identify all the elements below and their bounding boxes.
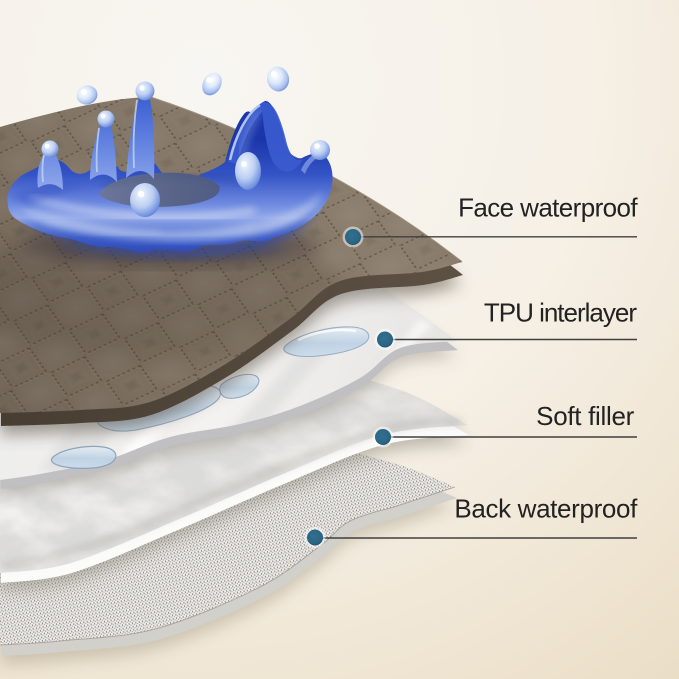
- svg-text:TPU interlayer: TPU interlayer: [484, 298, 637, 328]
- svg-text:Soft filler: Soft filler: [536, 401, 634, 431]
- svg-text:Back waterproof: Back waterproof: [454, 494, 638, 524]
- svg-text:Face waterproof: Face waterproof: [458, 193, 638, 223]
